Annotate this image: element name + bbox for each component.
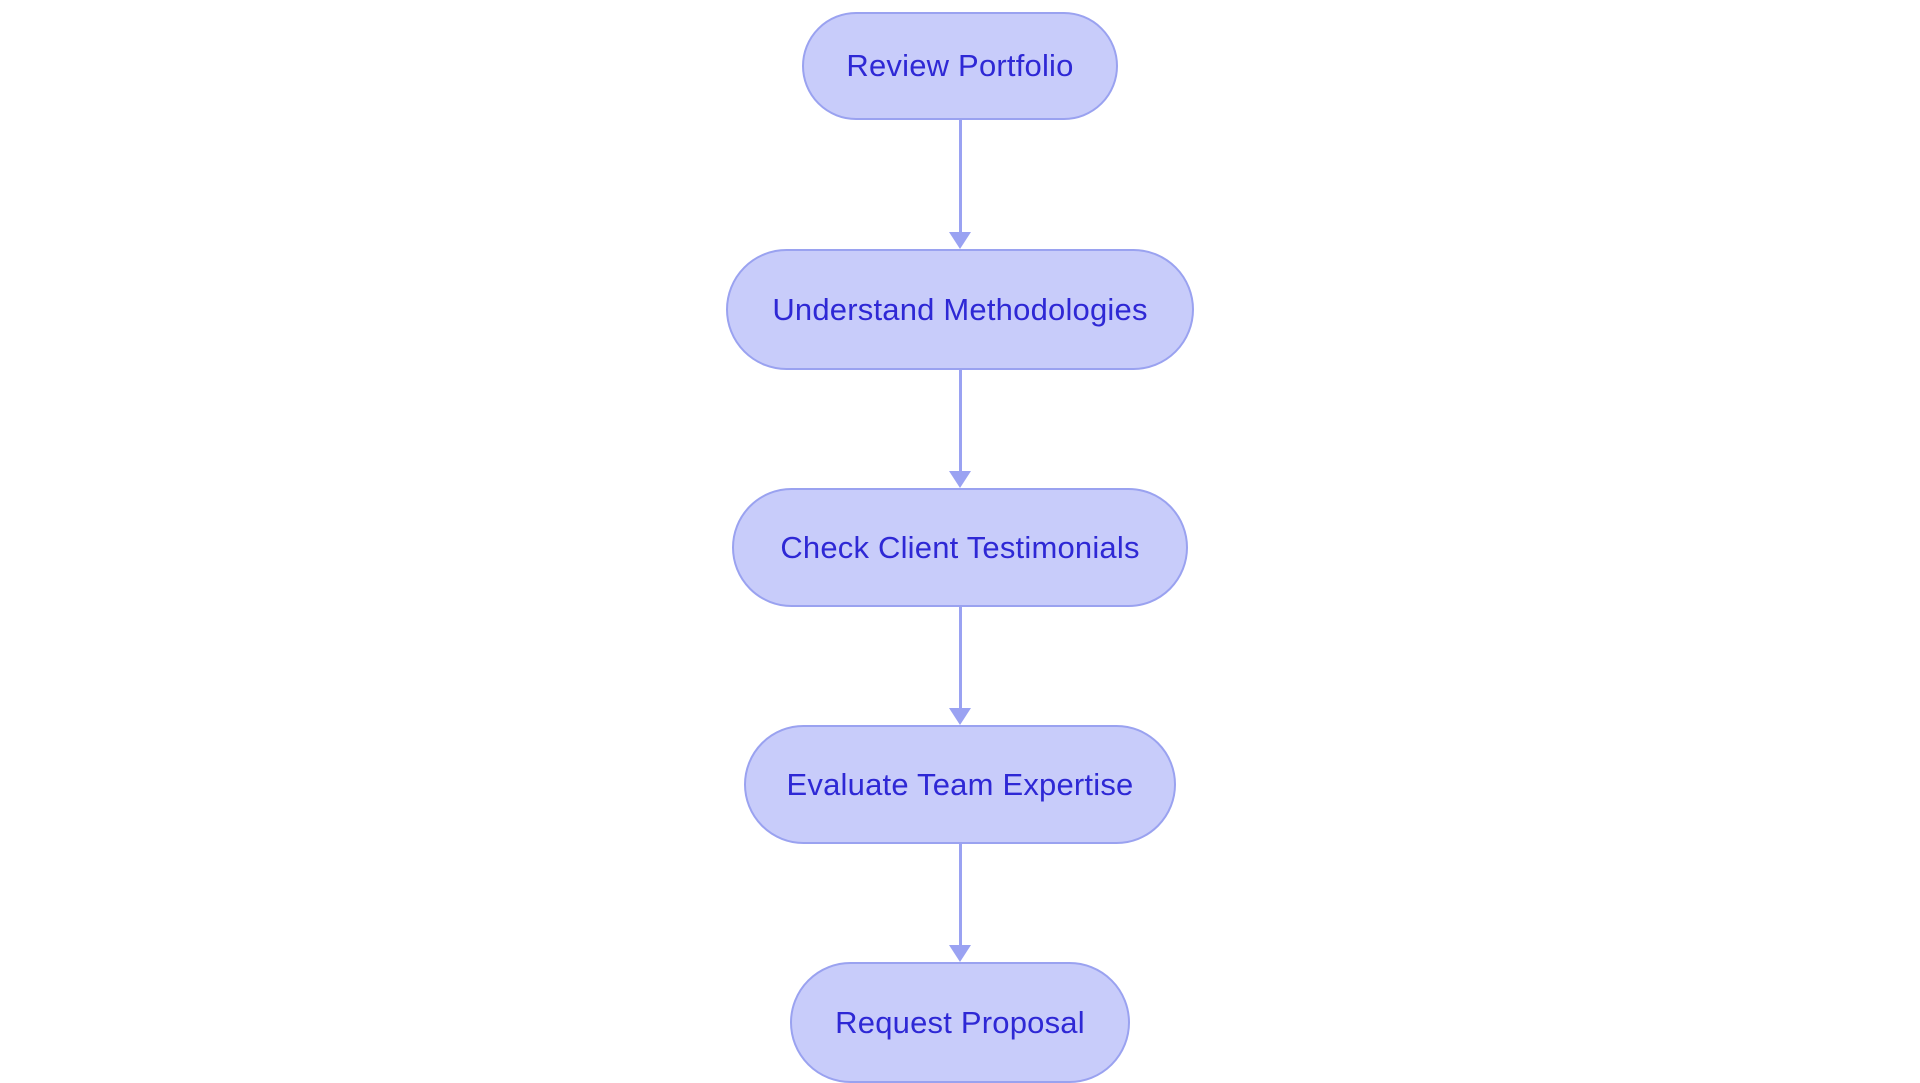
flow-node-label: Understand Methodologies [772, 292, 1148, 328]
arrowhead-down-icon [949, 707, 971, 725]
edge-line [958, 370, 962, 472]
flow-node-evaluate-team-expertise[interactable]: Evaluate Team Expertise [744, 724, 1176, 845]
arrowhead-down-icon [949, 470, 971, 488]
edge-line [958, 119, 962, 233]
flow-node-label: Check Client Testimonials [780, 529, 1140, 565]
flow-node-label: Review Portfolio [846, 48, 1074, 84]
flow-edge-1 [947, 119, 973, 249]
flow-edge-2 [947, 370, 973, 488]
flow-edge-4 [947, 844, 973, 962]
edge-line [958, 607, 962, 709]
flow-edge-3 [947, 607, 973, 725]
flow-node-request-proposal[interactable]: Request Proposal [790, 961, 1130, 1083]
arrowhead-down-icon [949, 944, 971, 962]
arrowhead-down-icon [949, 231, 971, 249]
flow-node-check-client-testimonials[interactable]: Check Client Testimonials [732, 487, 1188, 608]
flow-node-label: Evaluate Team Expertise [786, 766, 1134, 802]
flow-node-label: Request Proposal [835, 1004, 1085, 1040]
flow-node-understand-methodologies[interactable]: Understand Methodologies [726, 248, 1194, 371]
edge-line [958, 844, 962, 946]
flow-node-review-portfolio[interactable]: Review Portfolio [802, 12, 1118, 120]
